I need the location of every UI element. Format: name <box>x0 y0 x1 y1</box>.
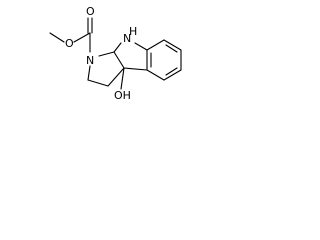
bond-n1-c2 <box>87 65 91 81</box>
atom-hydroxyl: OH <box>114 89 131 102</box>
bond-c2-c3 <box>87 79 109 87</box>
atom-nh-n: N <box>123 32 131 45</box>
bond-c8a-n1 <box>98 51 115 57</box>
bond-aryl-nh <box>134 42 148 51</box>
bond-c8a-c3a <box>113 51 125 69</box>
bond-benzene-1 <box>163 39 182 51</box>
bond-nh-c8a <box>113 42 122 53</box>
bond-benzene-inner-2 <box>165 67 178 76</box>
atom-ester-o: O <box>65 37 74 50</box>
molecule-canvas: N H N O O OH <box>0 0 220 116</box>
atom-carbonyl-o: O <box>86 5 95 18</box>
bond-c3-c3a <box>107 67 125 87</box>
bond-benzene-4 <box>146 69 165 81</box>
bond-benzene-3 <box>163 69 182 81</box>
bond-c3a-aryl <box>123 67 148 71</box>
bond-benzene-6 <box>146 39 165 51</box>
bond-c3a-oh <box>120 67 125 90</box>
bond-c-o-ester <box>73 32 91 43</box>
bond-benzene-inner-1 <box>165 44 178 53</box>
atom-carbamate-n: N <box>86 54 94 67</box>
bond-o-methyl <box>49 32 65 43</box>
structure-drawing: N H N O O OH <box>49 5 182 102</box>
atom-nh-h: H <box>129 25 137 38</box>
